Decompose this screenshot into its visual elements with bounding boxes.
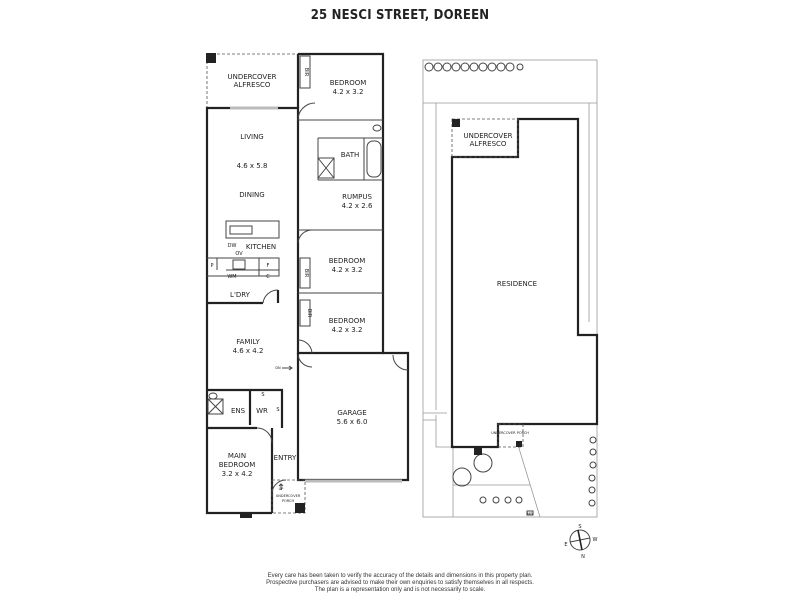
hedge-trees xyxy=(424,62,597,507)
disclaimer: Every care has been taken to verify the … xyxy=(0,573,800,594)
post xyxy=(240,513,252,518)
compass-e: E xyxy=(564,542,567,548)
post xyxy=(474,447,482,455)
room-size: 4.2 x 3.2 xyxy=(332,266,363,274)
room-label: RUMPUS xyxy=(342,193,372,201)
residence-outline xyxy=(450,117,599,449)
room-size: 5.6 x 6.0 xyxy=(337,418,368,426)
room-label: BATH xyxy=(341,151,360,159)
room-label: GARAGE xyxy=(337,409,366,417)
room-size: 4.2 x 2.6 xyxy=(342,202,373,210)
post xyxy=(452,119,460,127)
cooktop xyxy=(232,259,246,270)
shower xyxy=(317,157,335,179)
site-boundary xyxy=(422,59,598,518)
room-label: ALFRESCO xyxy=(234,81,271,89)
room-label: BEDROOM xyxy=(329,317,366,325)
room-label: UNDERCOVER xyxy=(276,494,301,498)
room-size: 4.2 x 3.2 xyxy=(332,326,363,334)
page-title: 25 NESCI STREET, DOREEN xyxy=(310,8,490,23)
compass-n: N xyxy=(581,554,585,560)
fixture-label: OV xyxy=(235,251,243,257)
room-label: WR xyxy=(256,407,268,415)
room-label: BEDROOM xyxy=(329,257,366,265)
fixture-label: DW xyxy=(228,243,237,249)
disclaimer-line: Prospective purchasers are advised to ma… xyxy=(266,580,534,586)
post xyxy=(516,441,522,447)
room-label: MAIN xyxy=(228,452,246,460)
site-label: UNDERCOVER PORCH xyxy=(491,431,529,435)
compass-icon: S N E W xyxy=(564,524,597,560)
bir-label: BIR xyxy=(303,68,309,77)
room-label: ENTRY xyxy=(274,454,297,462)
sink xyxy=(229,225,253,235)
room-label: UNDERCOVER xyxy=(227,73,276,81)
site-label: RESIDENCE xyxy=(497,280,537,288)
fixture-label: UP xyxy=(279,487,284,491)
bir-closet xyxy=(299,299,311,327)
fixture-label: DN xyxy=(275,366,281,370)
compass-s: S xyxy=(578,524,581,530)
bir-label: BIR xyxy=(303,269,309,278)
disclaimer-line: The plan is a representation only and is… xyxy=(314,587,486,593)
room-label: DINING xyxy=(239,191,264,199)
floor-plan-walls xyxy=(205,52,410,518)
room-label: L'DRY xyxy=(230,291,251,299)
room-size: 3.2 x 4.2 xyxy=(222,470,253,478)
site-porch xyxy=(497,423,524,448)
mailbox-label: MB xyxy=(527,512,533,516)
room-label: BEDROOM xyxy=(219,461,256,469)
room-size: 4.6 x 5.8 xyxy=(237,162,268,170)
fixture-label: P xyxy=(210,263,213,269)
kitchen-island xyxy=(225,220,280,239)
site-alfresco xyxy=(451,118,519,158)
site-plan: UNDERCOVER ALFRESCO RESIDENCE UNDERCOVER… xyxy=(422,59,599,518)
room-label: PORCH xyxy=(282,499,295,503)
compass-w: W xyxy=(593,537,598,543)
bir-closet xyxy=(299,257,311,289)
toilet xyxy=(372,124,382,132)
mailbox xyxy=(526,510,534,516)
room-size: 4.2 x 3.2 xyxy=(333,88,364,96)
site-label: UNDERCOVER xyxy=(463,132,512,140)
fixture-label: F xyxy=(267,263,270,269)
fixture-label: S xyxy=(276,407,279,413)
fixture-label: C xyxy=(266,274,270,280)
room-label: BEDROOM xyxy=(330,79,367,87)
porch-outline xyxy=(271,479,306,514)
room-label: KITCHEN xyxy=(246,243,276,251)
post xyxy=(206,53,216,63)
ensuite-toilet xyxy=(208,392,218,400)
post xyxy=(295,503,305,513)
bir-label: BIR xyxy=(306,309,312,318)
bir-closet xyxy=(299,55,311,89)
room-label: ENS xyxy=(231,407,246,415)
room-size: 4.6 x 4.2 xyxy=(233,347,264,355)
bathtub xyxy=(366,140,382,178)
fixture-label: S xyxy=(261,392,264,398)
room-labels: UNDERCOVER ALFRESCO BEDROOM 4.2 x 3.2 LI… xyxy=(210,68,372,503)
site-label: ALFRESCO xyxy=(470,140,507,148)
room-label: FAMILY xyxy=(236,338,260,346)
room-label: LIVING xyxy=(240,133,263,141)
disclaimer-line: Every care has been taken to verify the … xyxy=(267,573,533,579)
fixture-label: WM xyxy=(227,274,236,280)
